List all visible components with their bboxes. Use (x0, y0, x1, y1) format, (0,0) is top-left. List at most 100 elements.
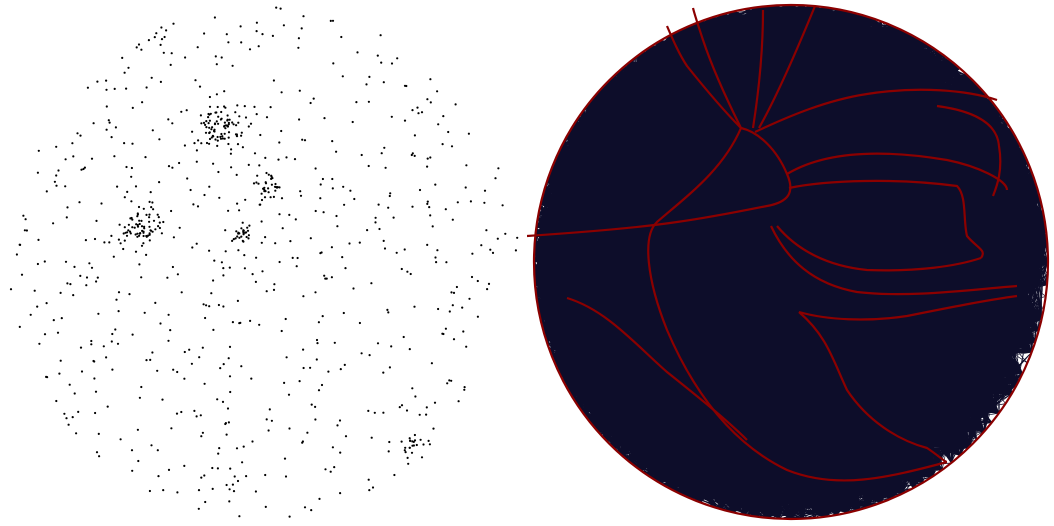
scatter-point (171, 122, 173, 124)
scatter-point (236, 235, 238, 237)
scatter-point (278, 186, 280, 188)
scatter-point (236, 104, 238, 106)
scatter-point (225, 422, 227, 424)
scatter-point (236, 174, 238, 176)
scatter-point (132, 107, 134, 109)
scatter-point (229, 391, 231, 393)
scatter-point (374, 412, 376, 414)
scatter-point (261, 270, 263, 272)
scatter-point (245, 475, 247, 477)
scatter-point (161, 232, 163, 234)
scatter-point (334, 342, 336, 344)
scatter-point (30, 314, 32, 316)
scatter-point (377, 55, 379, 57)
scatter-point (191, 131, 193, 133)
scatter-point (207, 116, 209, 118)
scatter-point (224, 107, 226, 109)
scatter-point (151, 351, 153, 353)
scatter-point (223, 363, 225, 365)
scatter-point (383, 147, 385, 149)
scatter-point (139, 397, 141, 399)
scatter-point (191, 246, 193, 248)
scatter-point (437, 123, 439, 125)
scatter-point (268, 429, 270, 431)
scatter-point (414, 395, 416, 397)
scatter-point (324, 278, 326, 280)
scatter-point (332, 446, 334, 448)
scatter-point (72, 294, 74, 296)
scatter-point (37, 239, 39, 241)
scatter-point (44, 333, 46, 335)
scatter-point (450, 291, 452, 293)
scatter-point (331, 140, 333, 142)
scatter-point (274, 186, 276, 188)
scatter-point (304, 506, 306, 508)
scatter-point (240, 227, 242, 229)
scatter-point (162, 221, 164, 223)
scatter-point (349, 190, 351, 192)
scatter-point (463, 389, 465, 391)
scatter-point (149, 359, 151, 361)
scatter-point (121, 57, 123, 59)
scatter-point (370, 282, 372, 284)
scatter-point (235, 230, 237, 232)
scatter-point (199, 86, 201, 88)
scatter-point (366, 229, 368, 231)
scatter-point (143, 208, 145, 210)
scatter-point (208, 250, 210, 252)
scatter-point (289, 240, 291, 242)
scatter-point (173, 236, 175, 238)
scatter-point (367, 410, 369, 412)
scatter-point (172, 369, 174, 371)
scatter-point (306, 432, 308, 434)
scatter-point (401, 404, 403, 406)
scatter-point (253, 182, 255, 184)
scatter-point (283, 382, 285, 384)
scatter-point (150, 444, 152, 446)
scatter-point (60, 360, 62, 362)
scatter-point (66, 282, 68, 284)
scatter-point (222, 401, 224, 403)
scatter-point (227, 119, 229, 121)
scatter-point (237, 300, 239, 302)
scatter-point (148, 39, 150, 41)
scatter-point (138, 235, 140, 237)
scatter-point (176, 413, 178, 415)
scatter-point (119, 224, 121, 226)
scatter-point (124, 196, 126, 198)
scatter-point (497, 167, 499, 169)
scatter-point (193, 142, 195, 144)
scatter-point (95, 280, 97, 282)
scatter-point (336, 225, 338, 227)
scatter-point (96, 451, 98, 453)
scatter-point (437, 308, 439, 310)
scatter-point (304, 139, 306, 141)
scatter-point (130, 176, 132, 178)
scatter-point (162, 489, 164, 491)
scatter-point (492, 252, 494, 254)
scatter-point (318, 389, 320, 391)
scatter-point (412, 152, 414, 154)
scatter-point (236, 203, 238, 205)
scatter-point (232, 321, 234, 323)
scatter-point (447, 131, 449, 133)
scatter-point (403, 336, 405, 338)
scatter-point (448, 379, 450, 381)
scatter-point (284, 458, 286, 460)
scatter-point (234, 111, 236, 113)
scatter-point (96, 81, 98, 83)
scatter-point (216, 398, 218, 400)
scatter-point (411, 452, 413, 454)
scatter-point (158, 138, 160, 140)
scatter-point (53, 319, 55, 321)
scatter-point (218, 197, 220, 199)
scatter-point (365, 83, 367, 85)
scatter-point (399, 406, 401, 408)
scatter-point (79, 275, 81, 277)
scatter-point (184, 144, 186, 146)
scatter-point (172, 266, 174, 268)
scatter-point (167, 340, 169, 342)
scatter-point (134, 227, 136, 229)
scatter-point (485, 229, 487, 231)
scatter-point (331, 246, 333, 248)
